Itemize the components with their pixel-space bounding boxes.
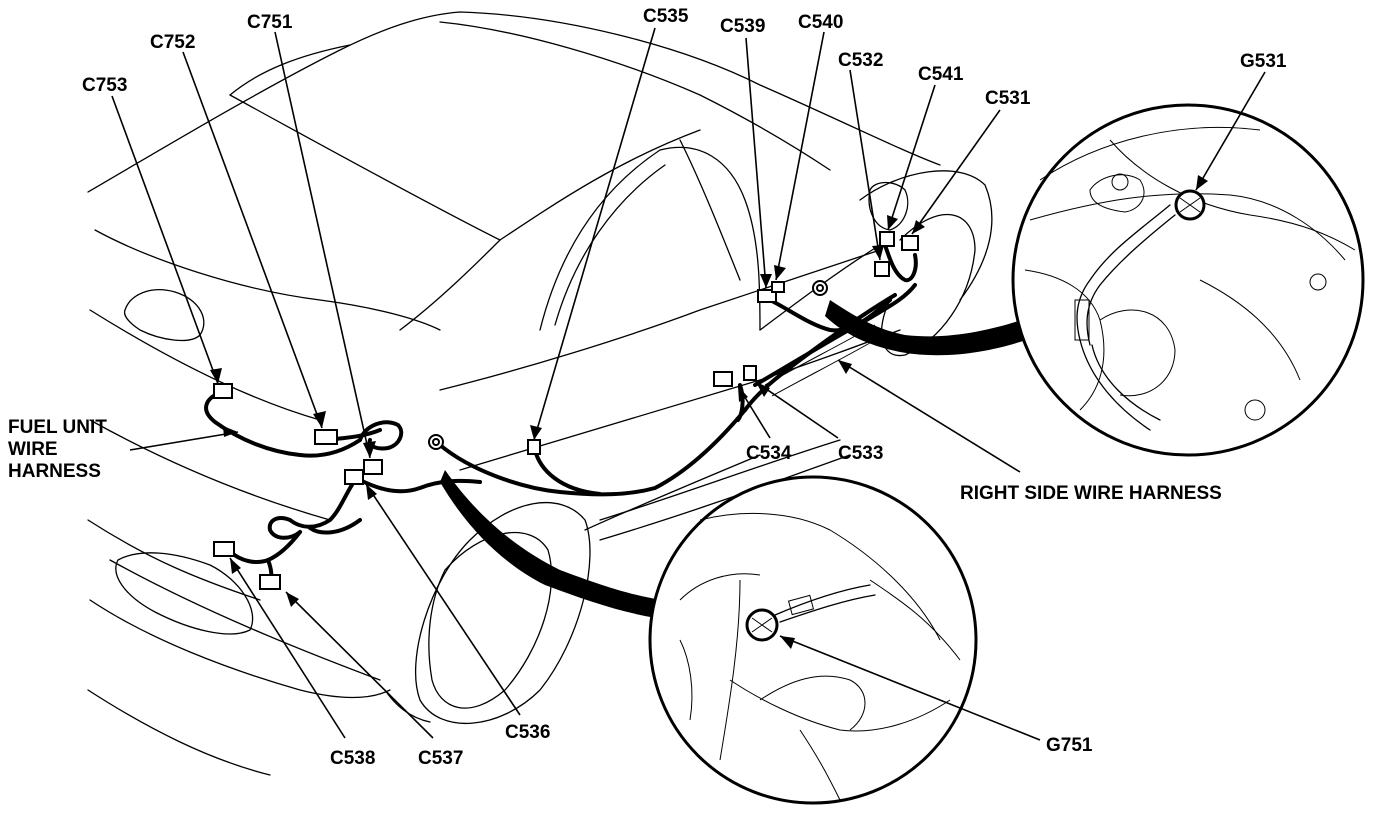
label-fuel-unit-wire-harness-line2: WIRE	[8, 439, 58, 460]
connector-c541	[879, 231, 895, 247]
label-c539: C539	[720, 16, 765, 37]
label-c536: C536	[505, 722, 550, 743]
connector-c751	[363, 459, 383, 475]
ground-eyelets	[428, 280, 828, 450]
ground-strap-rear	[440, 470, 662, 618]
connector-c533	[743, 365, 757, 381]
label-c538: C538	[330, 748, 375, 769]
connector-c534	[713, 371, 733, 387]
callout-labels: C753 C752 C751 C535 C539 C540 C532 C541 …	[8, 6, 1287, 769]
label-c540: C540	[798, 12, 843, 33]
label-g751: G751	[1046, 735, 1093, 756]
inset-g751-detail	[648, 475, 978, 805]
label-c533: C533	[838, 443, 883, 464]
label-c752: C752	[150, 32, 195, 53]
label-c753: C753	[82, 75, 127, 96]
label-c541: C541	[918, 64, 964, 85]
ground-strap-front	[825, 300, 1026, 356]
connector-c540	[771, 281, 785, 293]
label-fuel-unit-wire-harness-line3: HARNESS	[8, 461, 101, 482]
connector-c535	[527, 439, 541, 455]
car-body-outline	[87, 11, 993, 776]
label-right-side-wire-harness: RIGHT SIDE WIRE HARNESS	[960, 483, 1222, 504]
fuel-unit-harness-wire	[204, 390, 362, 458]
connector-c537	[259, 574, 281, 590]
wire-harnesses	[204, 243, 918, 586]
label-c751: C751	[247, 12, 293, 33]
connector-c753	[213, 383, 233, 399]
leader-lines	[111, 27, 1266, 741]
connector-c538	[213, 541, 235, 557]
label-fuel-unit-wire-harness-line1: FUEL UNIT	[8, 417, 107, 438]
label-g531: G531	[1240, 51, 1287, 72]
inset-g531-detail	[1011, 103, 1365, 457]
label-c532: C532	[838, 50, 883, 71]
connector-c752	[314, 429, 338, 445]
ground-strap-bands	[440, 300, 1026, 618]
label-c534: C534	[746, 443, 792, 464]
connectors	[213, 231, 919, 590]
label-c535: C535	[643, 6, 689, 27]
label-c531: C531	[985, 88, 1031, 109]
connector-c532	[874, 261, 890, 277]
connector-c536	[344, 469, 364, 485]
label-c537: C537	[418, 748, 463, 769]
connector-c531	[901, 235, 919, 251]
